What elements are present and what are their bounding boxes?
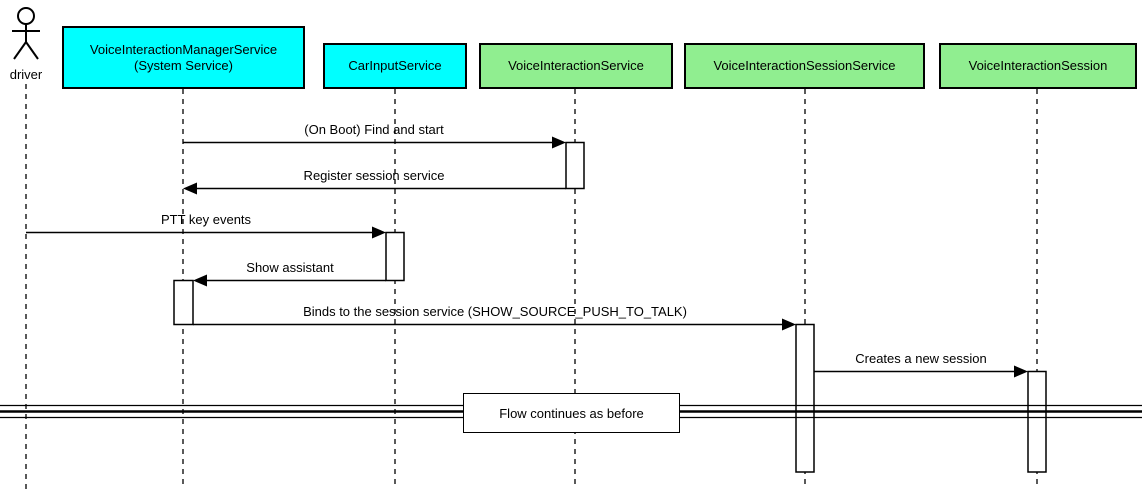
participant-voice-interaction-service: VoiceInteractionService: [479, 43, 673, 89]
arrowhead-right-icon: [1014, 365, 1028, 378]
activation-bar-car-input-service: [385, 231, 405, 282]
message-label-on-boot-find-and-start: (On Boot) Find and start: [304, 122, 444, 137]
actor-icon: [12, 7, 40, 60]
participant-voice-interaction-manager-service: VoiceInteractionManagerService (System S…: [62, 26, 305, 89]
arrowhead-left-icon: [183, 182, 197, 195]
message-label-binds-to-session-service: Binds to the session service (SHOW_SOURC…: [303, 304, 687, 319]
message-label-show-assistant: Show assistant: [246, 260, 334, 275]
message-label-creates-a-new-session: Creates a new session: [855, 351, 987, 366]
participant-voice-interaction-session-service: VoiceInteractionSessionService: [684, 43, 925, 89]
activation-bar-voice-interaction-session: [1027, 370, 1047, 473]
participant-sublabel: (System Service): [134, 57, 233, 73]
participant-label: VoiceInteractionManagerService: [89, 41, 278, 57]
participant-car-input-service: CarInputService: [323, 43, 467, 89]
participant-label: VoiceInteractionService: [508, 58, 644, 73]
divider-label: Flow continues as before: [499, 405, 644, 421]
arrowhead-left-icon: [193, 274, 207, 287]
activation-bar-voice-interaction-session-service: [795, 323, 815, 473]
participant-label: CarInputService: [348, 58, 442, 73]
participant-label: VoiceInteractionSessionService: [713, 58, 896, 73]
message-label-register-session-service: Register session service: [303, 168, 445, 183]
activation-bar-voice-interaction-manager-service: [173, 279, 194, 326]
participant-voice-interaction-session: VoiceInteractionSession: [939, 43, 1137, 89]
arrowhead-right-icon: [372, 226, 386, 239]
arrowhead-right-icon: [782, 318, 796, 331]
actor-label: driver: [9, 67, 43, 82]
message-label-ptt-key-events: PTT key events: [160, 212, 252, 227]
participant-label: VoiceInteractionSession: [968, 58, 1108, 73]
arrowhead-right-icon: [552, 136, 566, 149]
divider-label-box: Flow continues as before: [463, 393, 680, 433]
activation-bar-voice-interaction-service: [565, 141, 585, 190]
